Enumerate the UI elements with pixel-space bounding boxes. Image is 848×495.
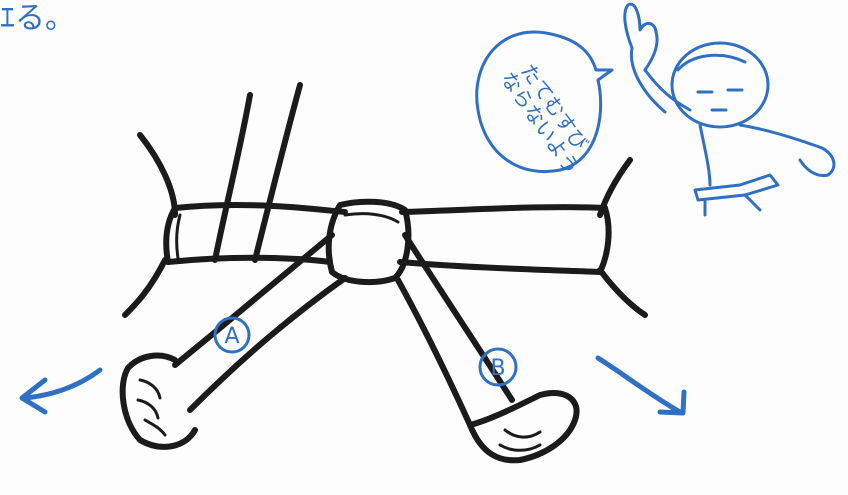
label-b-text: B <box>490 356 505 381</box>
belt-end-a <box>172 232 348 413</box>
label-a: A <box>213 316 251 354</box>
speech-bubble: たてむすび ならないよう <box>475 30 614 179</box>
right-fist <box>467 390 580 464</box>
label-b: B <box>478 347 518 387</box>
belt-knot <box>325 198 412 286</box>
label-a-text: A <box>224 324 239 349</box>
corner-note: ｴる。 <box>0 1 75 36</box>
pull-arrow-left <box>19 367 103 415</box>
gi-lapels <box>122 82 648 318</box>
belt-end-b <box>395 232 515 428</box>
belt-band <box>163 201 612 275</box>
pull-arrow-right <box>595 355 687 416</box>
pointing-character <box>623 2 836 217</box>
left-fist <box>119 352 198 450</box>
